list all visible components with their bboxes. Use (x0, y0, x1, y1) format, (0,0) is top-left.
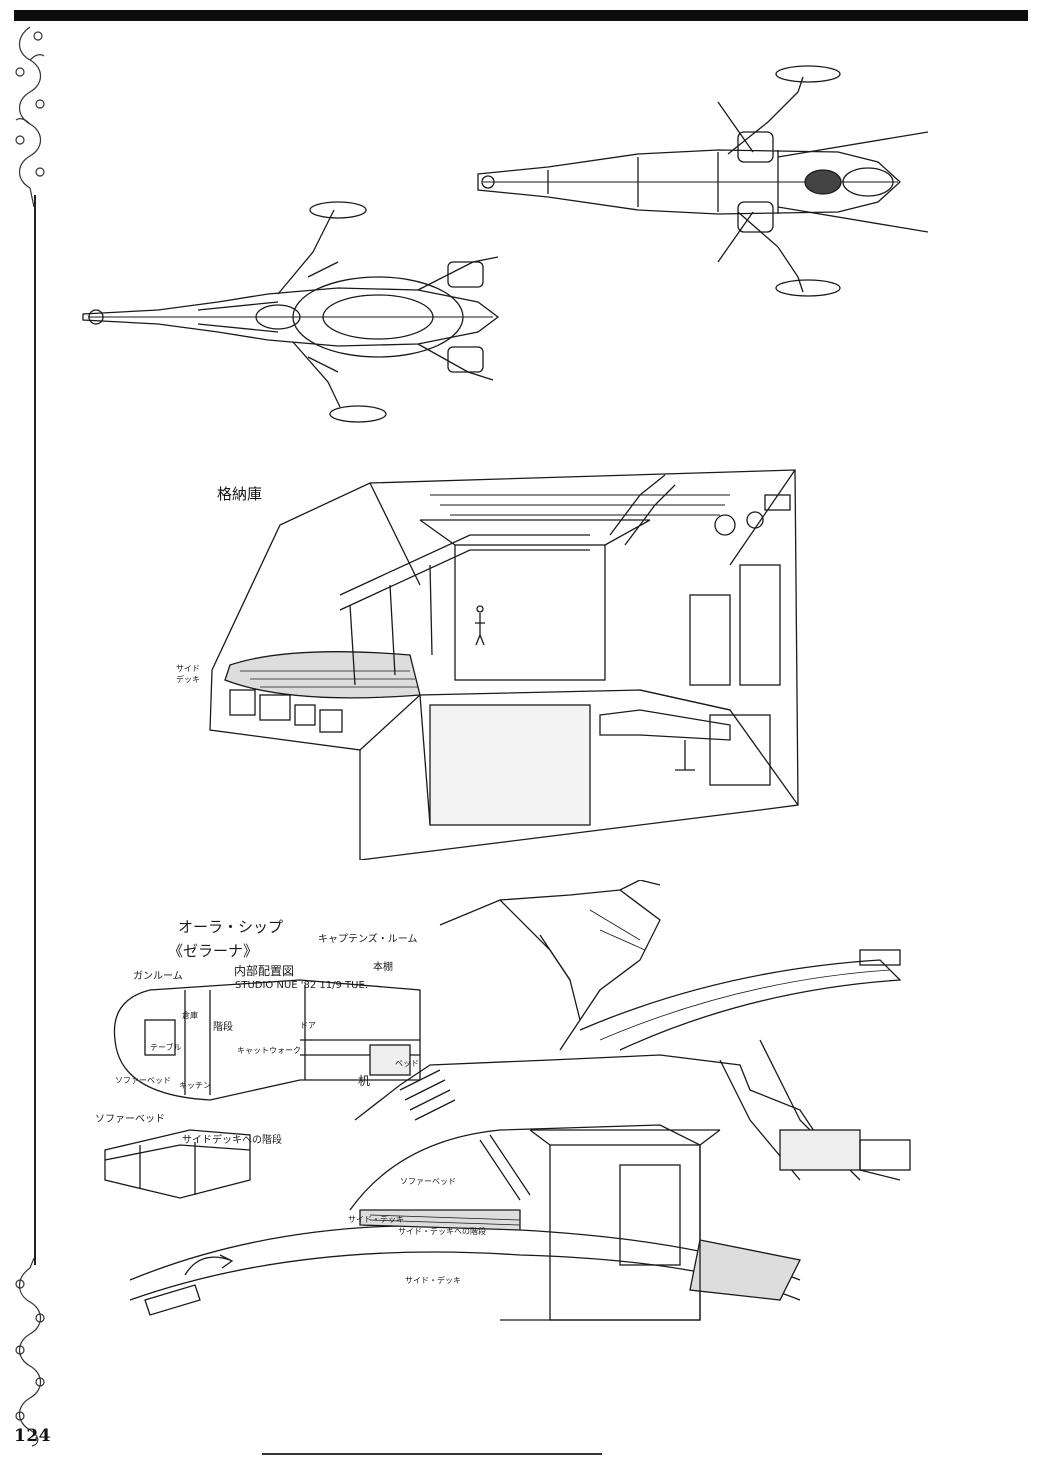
label-side-deck-1: サイド・デッキ (348, 1215, 404, 1224)
label-sofa-bed-2: ソファーベッド (95, 1114, 165, 1125)
layout-title-line2: 《ゼラーナ》 (168, 942, 259, 960)
layout-title-line1: オーラ・シップ (178, 918, 284, 936)
hangar-label-side-deck: サイド デッキ (176, 664, 200, 684)
ship-top-view-right (477, 65, 929, 297)
top-bar (14, 10, 1028, 21)
label-bed: ベッド (395, 1059, 419, 1068)
ship-top-view-figure (78, 62, 948, 432)
label-warehouse: 倉庫 (182, 1011, 198, 1020)
page-number: 124 (14, 1426, 51, 1446)
label-stairs-to-side-deck: サイドデッキへの階段 (182, 1135, 282, 1146)
bottom-rule (262, 1453, 602, 1455)
layout-title-line3: 内部配置図 (234, 964, 295, 978)
label-side-deck-stairs: サイド・デッキへの階段 (398, 1227, 486, 1236)
label-storage-shelf: 本棚 (373, 962, 393, 973)
hangar-caption: 格納庫 (217, 485, 263, 503)
label-sofa-bed-1: ソファーベッド (115, 1076, 171, 1085)
hangar-drawing (170, 465, 810, 860)
ornament-vine-top-icon (10, 22, 50, 208)
margin-rule (34, 195, 36, 1265)
label-kitchen: キッチン (179, 1081, 211, 1090)
label-desk: 机 (358, 1074, 371, 1088)
ship-top-view-left (82, 201, 500, 423)
label-captain-room: キャプテンズ・ルーム (318, 934, 418, 945)
label-table: テーブル (150, 1043, 182, 1052)
label-sofa-bed-3: ソファーベッド (400, 1177, 456, 1186)
label-gun-room: ガンルーム (133, 971, 183, 982)
label-catwalk: キャットウォーク (237, 1046, 301, 1055)
label-door: ドア (300, 1021, 316, 1030)
label-stairs: 階段 (213, 1022, 233, 1033)
label-side-deck-2: サイド・デッキ (405, 1276, 461, 1285)
layout-studio-note: STUDIO NUE '82 11/9 TUE. (235, 980, 368, 991)
ornament-vine-bottom-icon (10, 1257, 50, 1448)
ship-interior-drawing (100, 880, 930, 1360)
